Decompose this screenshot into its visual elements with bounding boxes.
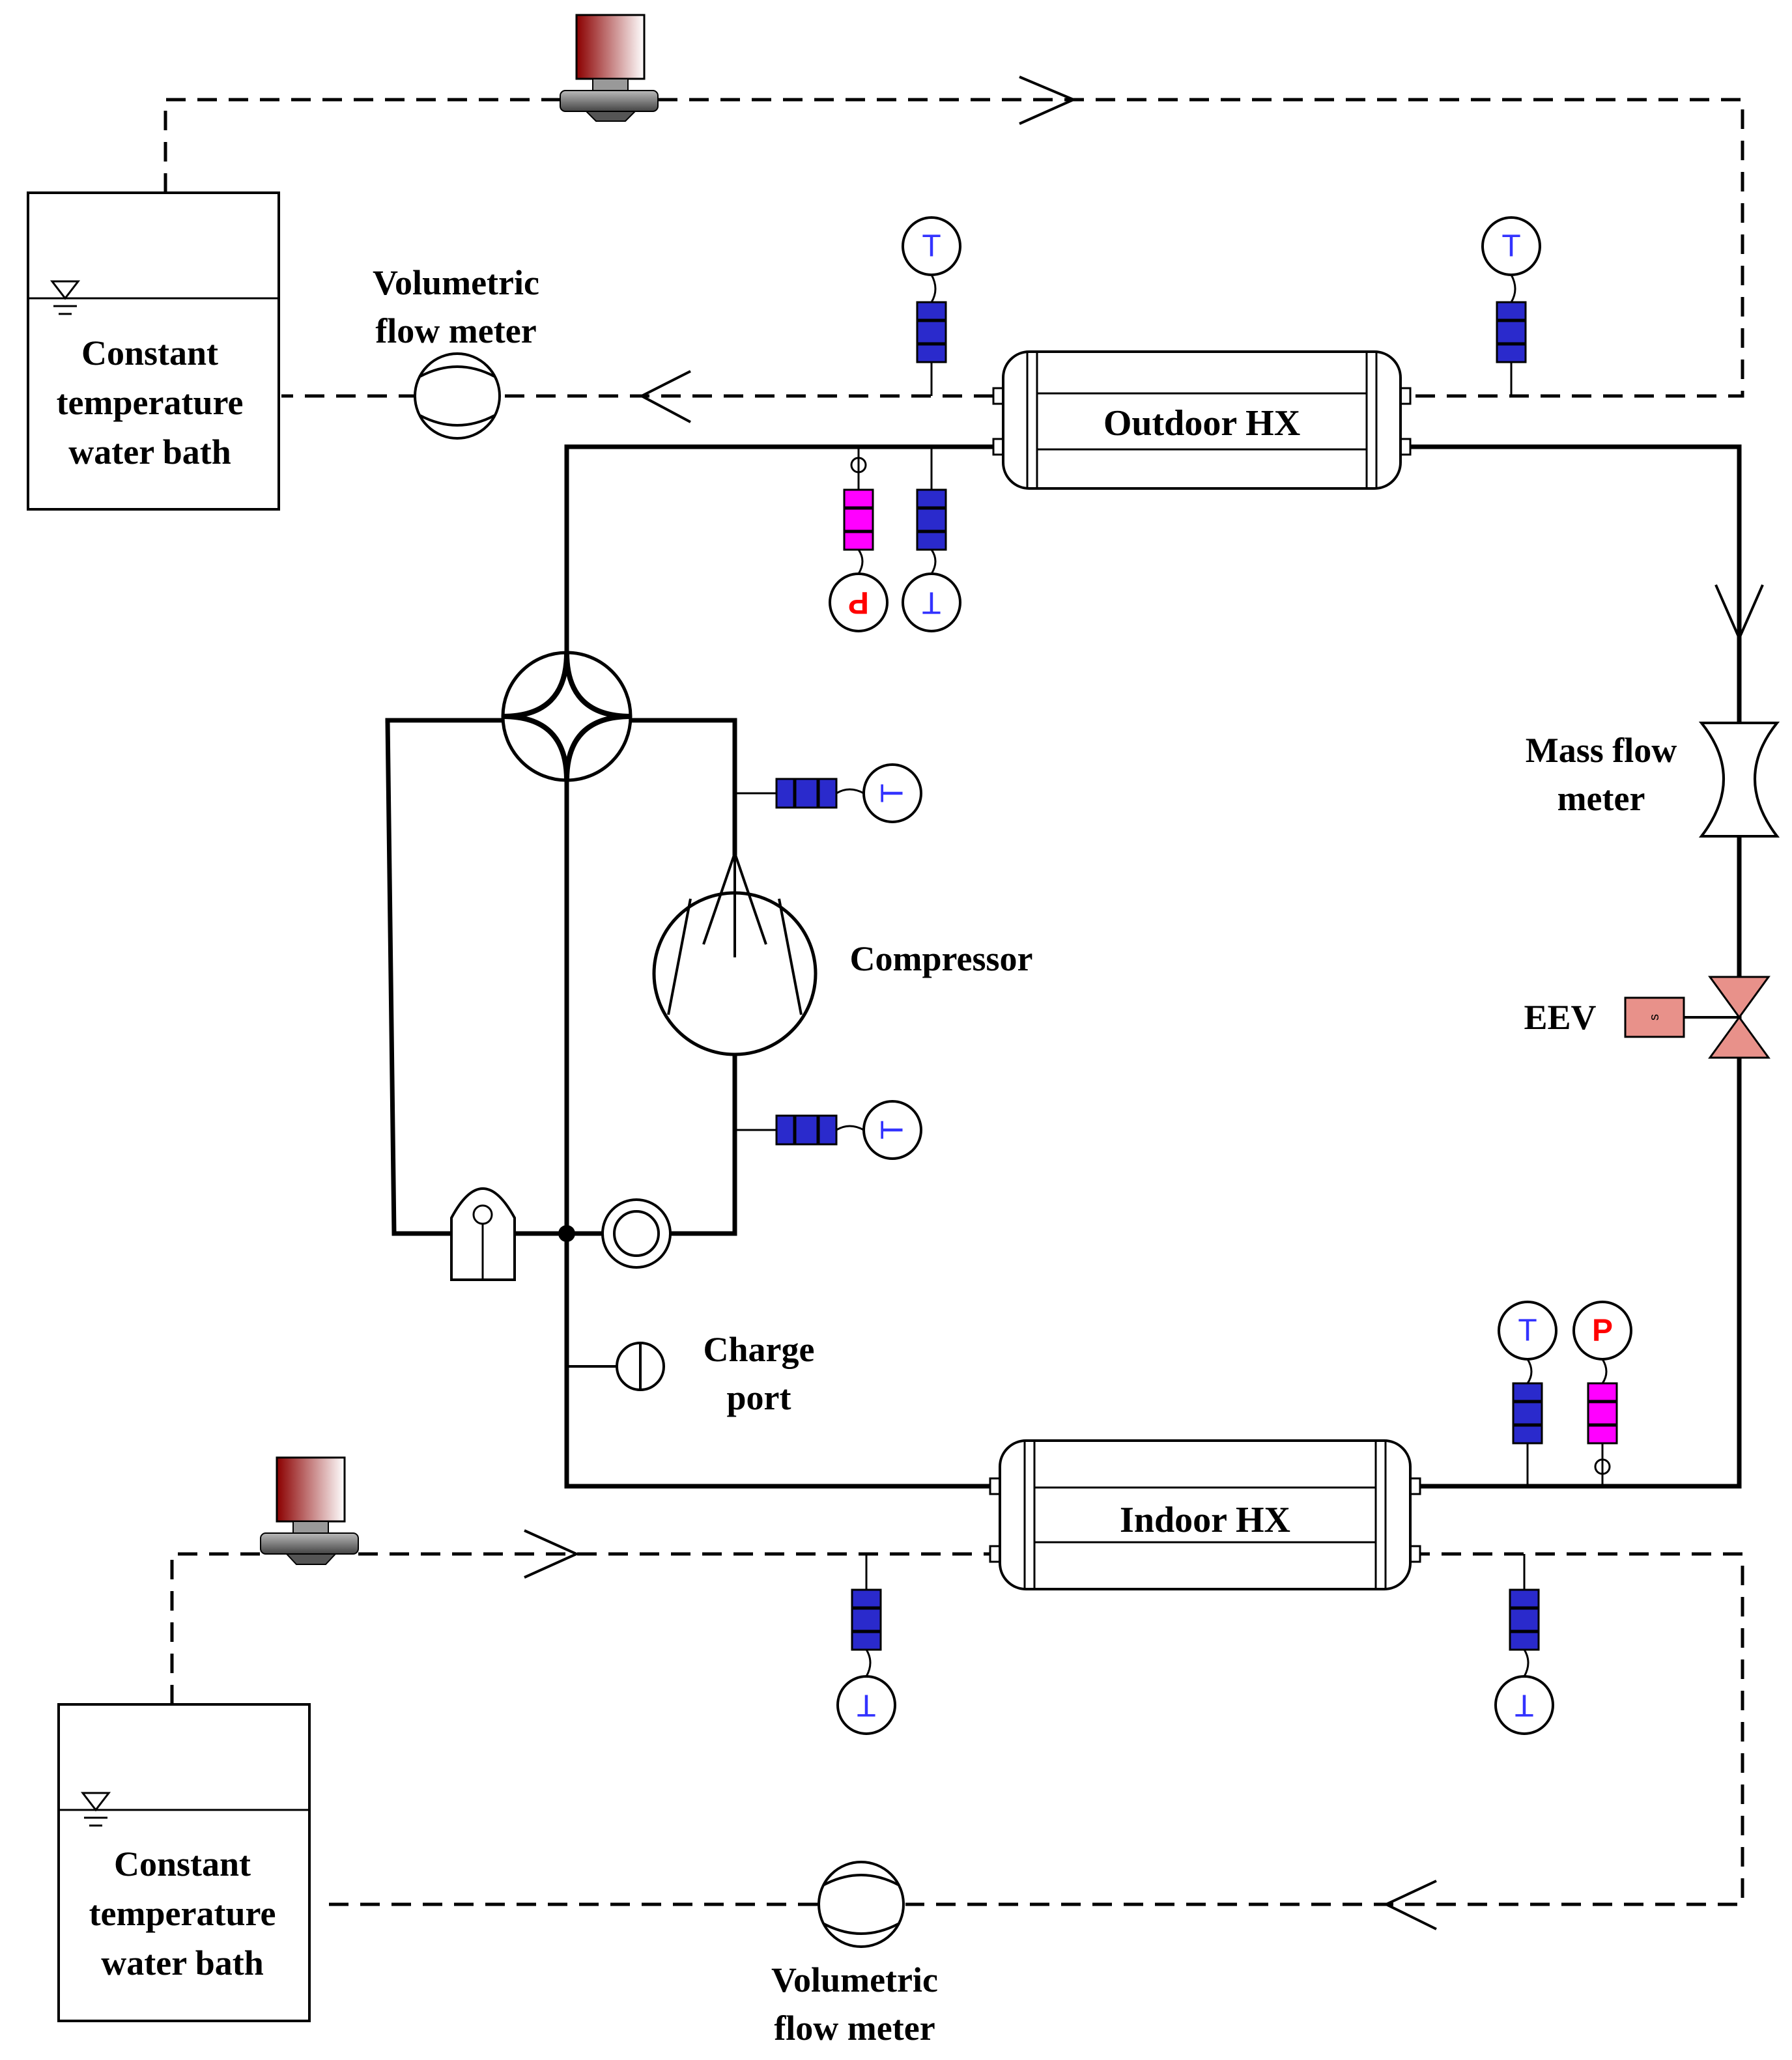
eev-box-label: s bbox=[1647, 1014, 1662, 1021]
bath-top-line3: water bath bbox=[68, 432, 231, 472]
sight-glass bbox=[601, 1198, 672, 1269]
flow-arrow-top-left bbox=[638, 370, 691, 423]
flow-arrow-top-right bbox=[1019, 76, 1077, 125]
sensors: T T T P T T T P T T bbox=[735, 216, 1632, 1735]
water-pump-top bbox=[560, 14, 659, 122]
four-way-valve bbox=[501, 651, 633, 782]
temp-sensor-indoor-water-out-symbol: T bbox=[1515, 1688, 1533, 1723]
eev-label: EEV bbox=[1524, 998, 1596, 1037]
temp-sensor-suction: T bbox=[735, 1100, 922, 1160]
vfm-top-line1: Volumetric bbox=[373, 263, 539, 302]
flow-arrows bbox=[524, 76, 1764, 1930]
bath-bottom-line2: temperature bbox=[89, 1894, 276, 1933]
bath-bottom-line1: Constant bbox=[114, 1844, 251, 1884]
temp-sensor-suction-symbol: T bbox=[875, 1120, 910, 1139]
temp-sensor-indoor-water-in-symbol: T bbox=[857, 1688, 875, 1723]
flow-arrow-right-down bbox=[1714, 584, 1764, 642]
vfm-bottom-line1: Volumetric bbox=[771, 1960, 938, 1999]
accumulator bbox=[450, 1187, 516, 1281]
water-pump-bottom bbox=[260, 1456, 359, 1565]
volumetric-flow-meter-top: Volumetric flow meter bbox=[373, 263, 539, 440]
charge-port-line2: port bbox=[727, 1378, 791, 1417]
flow-arrow-bottom-left bbox=[1383, 1880, 1437, 1930]
temp-sensor-indoor-water-in: T bbox=[836, 1554, 896, 1735]
indoor-hx-label: Indoor HX bbox=[1120, 1500, 1290, 1540]
indoor-heat-exchanger: Indoor HX bbox=[989, 1439, 1421, 1590]
charge-port-line1: Charge bbox=[704, 1330, 815, 1369]
flow-arrow-bottom-right bbox=[524, 1529, 580, 1579]
temp-sensor-discharge: T bbox=[735, 763, 922, 823]
temp-sensor-indoor-ref: T bbox=[1498, 1301, 1557, 1486]
temp-sensor-outdoor-ref: T bbox=[902, 447, 961, 632]
mass-flow-meter: Mass flow meter bbox=[1526, 722, 1780, 838]
volumetric-flow-meter-bottom: Volumetric flow meter bbox=[771, 1861, 938, 2048]
temp-sensor-outdoor-water-in: T bbox=[902, 216, 961, 396]
water-bath-bottom: Constant temperature water bath bbox=[57, 1703, 311, 2022]
eev: s EEV bbox=[1524, 976, 1771, 1059]
water-bath-top: Constant temperature water bath bbox=[27, 191, 280, 511]
water-level-icon bbox=[80, 1792, 111, 1827]
outdoor-heat-exchanger: Outdoor HX bbox=[992, 350, 1412, 490]
pressure-sensor-indoor-ref-symbol: P bbox=[1592, 1314, 1613, 1348]
compressor: Compressor bbox=[652, 853, 1033, 1056]
temp-sensor-indoor-water-out: T bbox=[1494, 1554, 1554, 1735]
temp-sensor-outdoor-water-out: T bbox=[1481, 216, 1541, 396]
refrigerant-loop bbox=[385, 444, 1742, 1489]
water-level-icon bbox=[50, 280, 81, 315]
bath-top-line1: Constant bbox=[81, 333, 218, 373]
bath-bottom-line3: water bath bbox=[101, 1943, 264, 1982]
outdoor-hx-label: Outdoor HX bbox=[1103, 403, 1300, 444]
pressure-sensor-indoor-ref: P bbox=[1572, 1301, 1632, 1486]
temp-sensor-outdoor-water-in-symbol: T bbox=[922, 229, 941, 264]
pipe-junction bbox=[558, 1225, 575, 1242]
mass-flow-line1: Mass flow bbox=[1526, 731, 1677, 770]
pressure-sensor-outdoor-ref: P bbox=[829, 447, 889, 632]
temp-sensor-indoor-ref-symbol: T bbox=[1518, 1314, 1537, 1348]
temp-sensor-discharge-symbol: T bbox=[875, 783, 910, 802]
charge-port: Charge port bbox=[567, 1330, 814, 1417]
bath-top-line2: temperature bbox=[57, 383, 244, 422]
vfm-top-line2: flow meter bbox=[375, 311, 536, 350]
temp-sensor-outdoor-ref-symbol: T bbox=[922, 586, 941, 620]
mass-flow-line2: meter bbox=[1557, 779, 1645, 818]
pressure-sensor-outdoor-ref-symbol: P bbox=[848, 586, 869, 620]
compressor-label: Compressor bbox=[850, 939, 1033, 978]
water-loops bbox=[164, 98, 1744, 1906]
vfm-bottom-line2: flow meter bbox=[774, 2009, 935, 2048]
temp-sensor-outdoor-water-out-symbol: T bbox=[1501, 229, 1520, 264]
